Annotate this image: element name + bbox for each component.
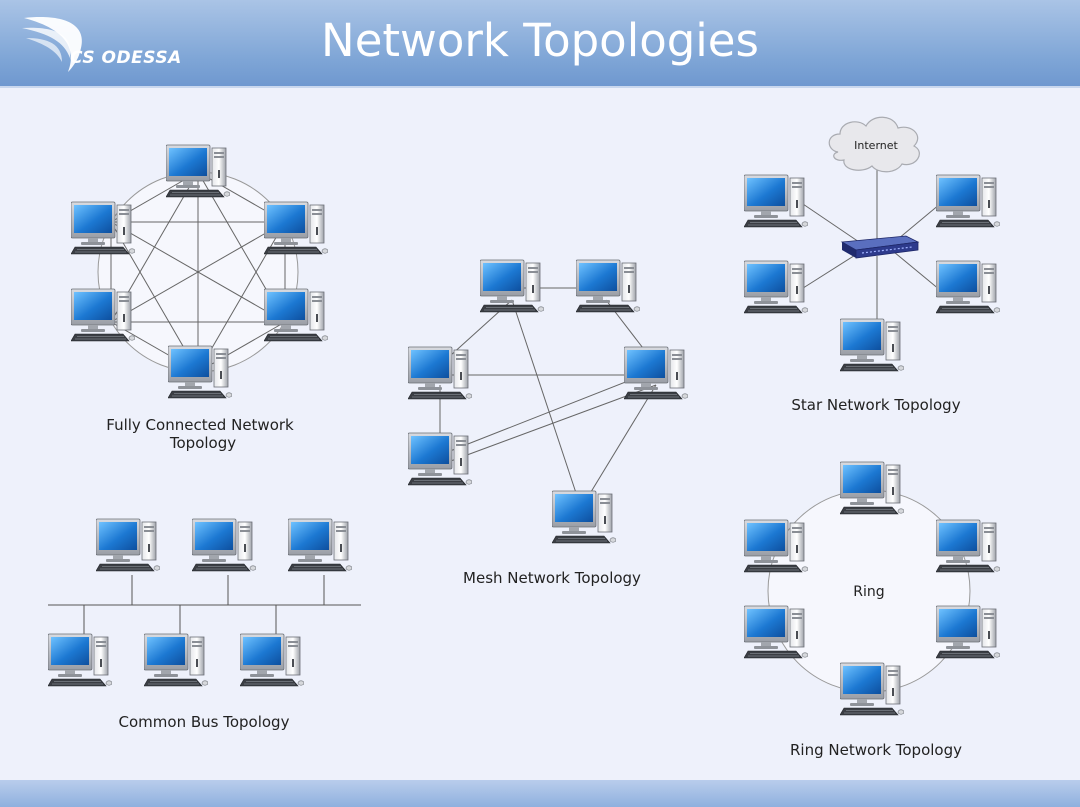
fully-connected-label: Fully Connected Network	[106, 416, 294, 434]
footer-bar	[0, 780, 1080, 807]
computer-icon	[480, 259, 544, 313]
internet-label: Internet	[854, 139, 898, 152]
computer-icon	[936, 260, 1000, 314]
computer-icon	[168, 345, 232, 399]
logo-text: CS ODESSA	[70, 48, 182, 68]
computer-icon	[840, 662, 904, 716]
computer-icon	[192, 518, 256, 572]
computer-icon	[624, 346, 688, 400]
page-title: Network Topologies	[321, 14, 759, 67]
computer-icon	[144, 633, 208, 687]
header-banner: CS ODESSA Network Topologies	[0, 0, 1080, 88]
network-switch-icon	[840, 235, 920, 259]
fully-connected-topology	[97, 171, 299, 373]
bus-label: Common Bus Topology	[119, 713, 290, 731]
fully-connected-label-line2: Topology	[169, 434, 236, 452]
computer-icon	[96, 518, 160, 572]
computer-icon	[288, 518, 352, 572]
mesh-topology-links	[439, 287, 657, 511]
ring-center-label: Ring	[853, 584, 884, 600]
computer-icon	[552, 490, 616, 544]
computer-icon	[408, 432, 472, 486]
computer-icon	[48, 633, 112, 687]
bus-topology-links	[48, 575, 361, 636]
computer-icon	[576, 259, 640, 313]
computer-icon	[744, 260, 808, 314]
internet-cloud-icon	[828, 116, 920, 173]
ring-label: Ring Network Topology	[790, 741, 962, 759]
mesh-label: Mesh Network Topology	[463, 569, 641, 587]
cs-odessa-logo	[22, 17, 82, 72]
bus-computers	[48, 518, 352, 687]
computer-icon	[744, 174, 808, 228]
star-label: Star Network Topology	[791, 396, 960, 414]
computer-icon	[936, 174, 1000, 228]
computer-icon	[840, 318, 904, 372]
star-computers	[744, 174, 1000, 372]
computer-icon	[240, 633, 304, 687]
